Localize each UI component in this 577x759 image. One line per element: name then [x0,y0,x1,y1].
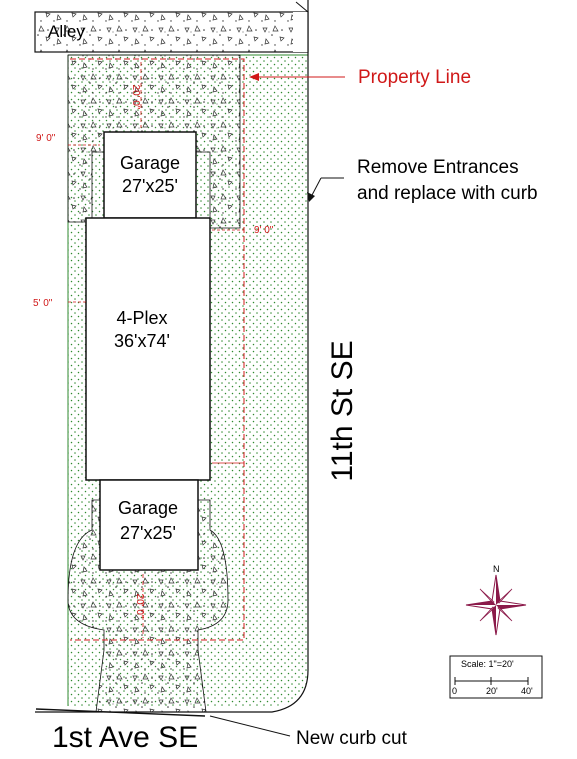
north-arrow: N [465,564,527,636]
dim-west-setback-mid-label: 5' 0" [33,298,53,309]
dim-west-setback-top-label: 9' 0" [36,133,56,144]
scale-bar-tick-20: 20' [486,686,498,696]
property-line[interactable] [70,58,245,641]
fourplex-size: 36'x74' [114,331,170,351]
scale-bar-tick-40: 40' [521,686,533,696]
dim-north-driveway-label: 20' 0" [130,85,141,110]
callout-new-curb-cut-text: New curb cut [296,728,408,749]
garage-south[interactable] [99,479,199,571]
street-east-label: 11th St SE [326,340,359,481]
alley-label: Alley [48,22,85,41]
garage-south-name: Garage [118,498,178,518]
callout-property-line-text: Property Line [358,67,471,88]
scale-bar-tick-0: 0 [452,686,457,696]
dim-south-driveway-label: 20' 0" [134,594,145,619]
scale-bar: Scale: 1"=20' 0 20' 40' [449,655,543,699]
garage-south-size: 27'x25' [120,523,176,543]
east-curb-line [35,0,309,713]
fourplex-name: 4-Plex [116,308,167,328]
north-arrow-label: N [493,564,500,574]
callout-remove-entrances-line1: Remove Entrances [357,157,519,178]
callout-remove-entrances-line2: and replace with curb [357,183,538,204]
alley-end-cap [293,12,308,52]
dim-west-setback-top: 9' 0" [36,133,100,146]
scale-bar-title: Scale: 1"=20' [461,659,514,669]
dim-south-driveway: 20' 0" [134,574,145,638]
garage-north-size: 27'x25' [122,176,178,196]
callout-new-curb-cut: New curb cut [35,708,408,749]
dim-north-driveway: 20' 0" [130,62,142,128]
callout-remove-entrances: Remove Entrances and replace with curb [307,157,538,204]
dim-west-setback-mid: 5' 0" [33,298,86,309]
callout-property-line: Property Line [249,67,471,88]
dim-east-setback-label: 9' 0" [254,225,274,236]
fourplex-building[interactable] [85,217,211,481]
dim-east-setback: 9' 0" [212,225,274,236]
garage-north-name: Garage [120,153,180,173]
street-south-label: 1st Ave SE [52,721,198,754]
alley-pavement [34,11,309,53]
garage-north[interactable] [103,131,197,219]
